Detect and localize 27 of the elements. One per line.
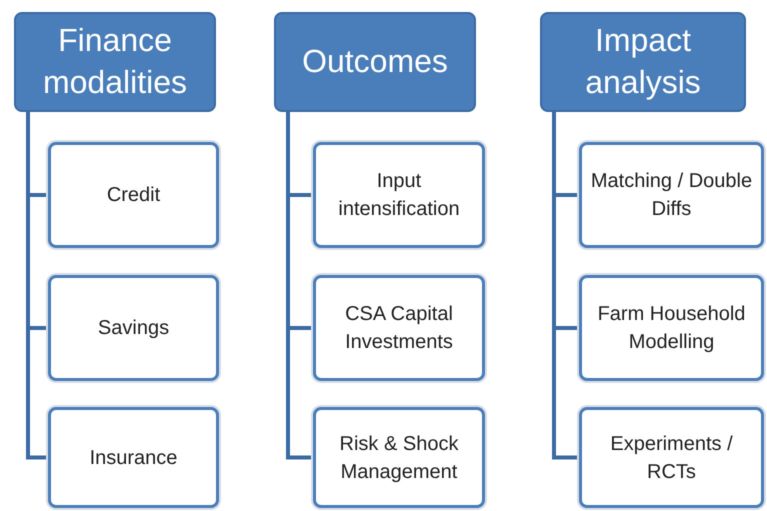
header-box bbox=[540, 12, 746, 112]
box-text: Experiments / RCTs bbox=[609, 432, 734, 484]
item-box bbox=[48, 275, 219, 381]
item-box bbox=[313, 275, 485, 381]
box-text: Matching / Double Diffs bbox=[590, 169, 754, 222]
item-box bbox=[313, 142, 485, 248]
box-text: Outcomes bbox=[302, 42, 448, 82]
header-box bbox=[14, 12, 216, 112]
connector-line bbox=[26, 112, 48, 460]
box-text: Insurance bbox=[90, 446, 178, 470]
box-text: Input intensification bbox=[337, 169, 461, 222]
box-text: CSA Capital Investments bbox=[344, 302, 454, 355]
box-text: Credit bbox=[106, 183, 160, 208]
item-box bbox=[48, 142, 219, 248]
connector-line bbox=[286, 112, 313, 460]
item-box bbox=[579, 407, 764, 508]
box-text: Finance modalities bbox=[42, 21, 188, 102]
item-box bbox=[313, 407, 485, 508]
item-box bbox=[579, 275, 764, 381]
item-box bbox=[48, 407, 219, 508]
item-box bbox=[579, 142, 764, 248]
box-text: Farm Household Modelling bbox=[596, 302, 746, 355]
box-text: Risk & Shock Management bbox=[338, 432, 460, 484]
header-box bbox=[274, 12, 476, 112]
box-text: Impact analysis bbox=[584, 21, 702, 102]
connector-line bbox=[552, 112, 579, 460]
box-text: Savings bbox=[98, 316, 170, 341]
